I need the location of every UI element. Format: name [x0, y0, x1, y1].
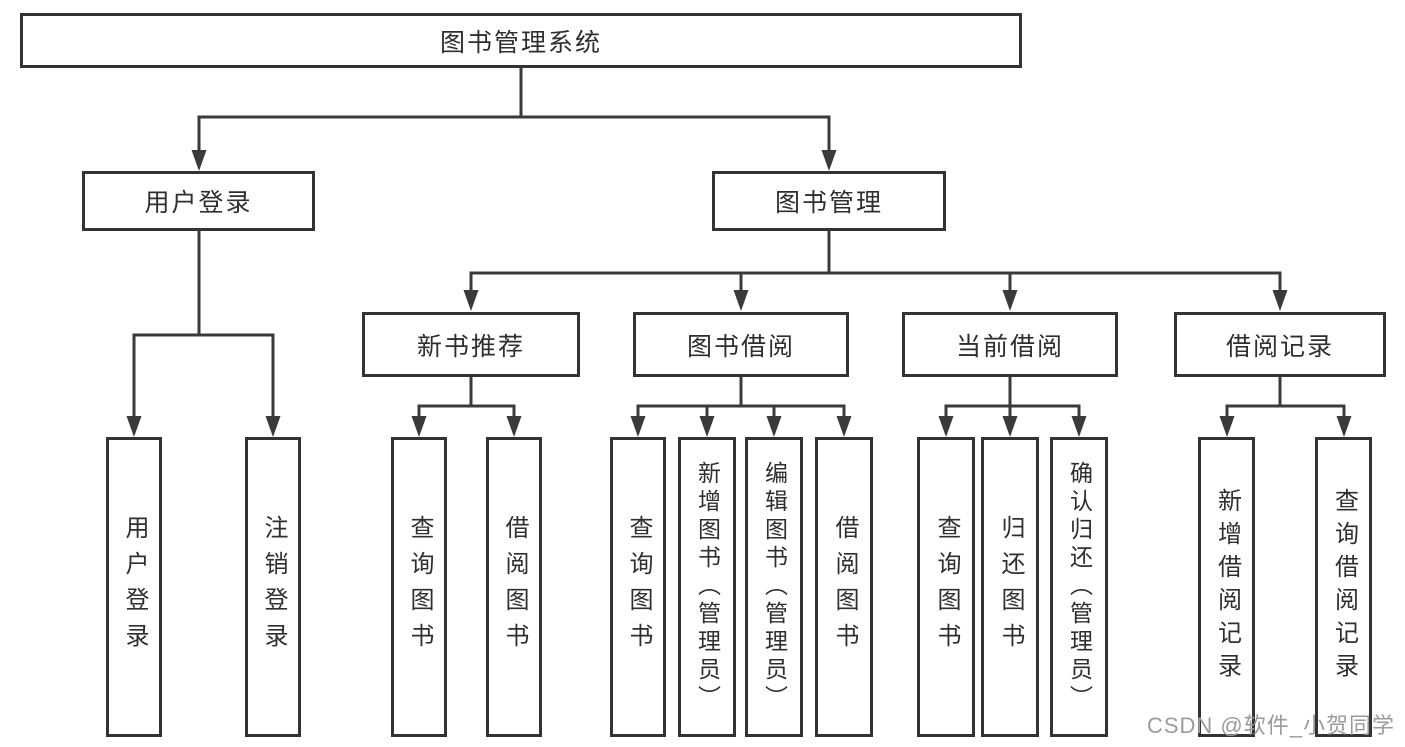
leaf-label: 新增图书（管理员） — [694, 461, 721, 713]
leaf-label: 编辑图书（管理员） — [761, 461, 788, 713]
leaf-label: 查询借阅记录 — [1330, 488, 1358, 686]
csdn-watermark: CSDN @软件_小贺同学 — [1146, 713, 1395, 738]
node-label: 图书管理系统 — [439, 28, 602, 57]
leaf-borrow-books: 借阅图书 — [815, 437, 873, 737]
leaf-logout: 注销登录 — [245, 437, 301, 737]
leaf-user-login: 用户登录 — [106, 437, 162, 737]
node-label: 图书管理 — [774, 189, 883, 217]
node-user-login: 用户登录 — [82, 171, 315, 231]
leaf-label: 新增借阅记录 — [1213, 488, 1241, 686]
node-label: 当前借阅 — [955, 332, 1064, 361]
leaf-query-books-borrowing: 查询图书 — [610, 437, 666, 737]
leaf-edit-books-admin: 编辑图书（管理员） — [745, 437, 803, 737]
node-label: 借阅记录 — [1225, 332, 1334, 361]
node-borrowing-records: 借阅记录 — [1174, 312, 1386, 377]
node-label: 新书推荐 — [416, 332, 525, 361]
leaf-label: 借阅图书 — [831, 515, 858, 659]
leaf-label: 注销登录 — [260, 515, 287, 659]
leaf-label: 借阅图书 — [501, 515, 528, 659]
leaf-label: 查询图书 — [625, 515, 652, 659]
leaf-confirm-return-admin: 确认归还（管理员） — [1050, 437, 1108, 737]
leaf-add-borrowing-record: 新增借阅记录 — [1198, 437, 1255, 737]
leaf-label: 确认归还（管理员） — [1066, 461, 1093, 713]
leaf-query-books-recommendation: 查询图书 — [391, 437, 447, 737]
leaf-add-books-admin: 新增图书（管理员） — [678, 437, 736, 737]
node-book-borrowing: 图书借阅 — [633, 312, 849, 377]
leaf-label: 用户登录 — [121, 515, 148, 659]
node-label: 图书借阅 — [686, 332, 795, 361]
leaf-label: 查询图书 — [406, 515, 433, 659]
node-book-management: 图书管理 — [712, 171, 946, 231]
leaf-query-borrowing-record: 查询借阅记录 — [1315, 437, 1372, 737]
leaf-return-books: 归还图书 — [981, 437, 1039, 737]
node-new-book-recommendation: 新书推荐 — [362, 312, 580, 377]
leaf-label: 归还图书 — [997, 515, 1024, 659]
leaf-query-books-current: 查询图书 — [917, 437, 975, 737]
leaf-label: 查询图书 — [933, 515, 960, 659]
node-label: 用户登录 — [144, 189, 253, 217]
leaf-borrow-books-recommendation: 借阅图书 — [486, 437, 542, 737]
node-current-borrowing: 当前借阅 — [902, 312, 1118, 377]
node-library-management-system: 图书管理系统 — [20, 13, 1022, 68]
